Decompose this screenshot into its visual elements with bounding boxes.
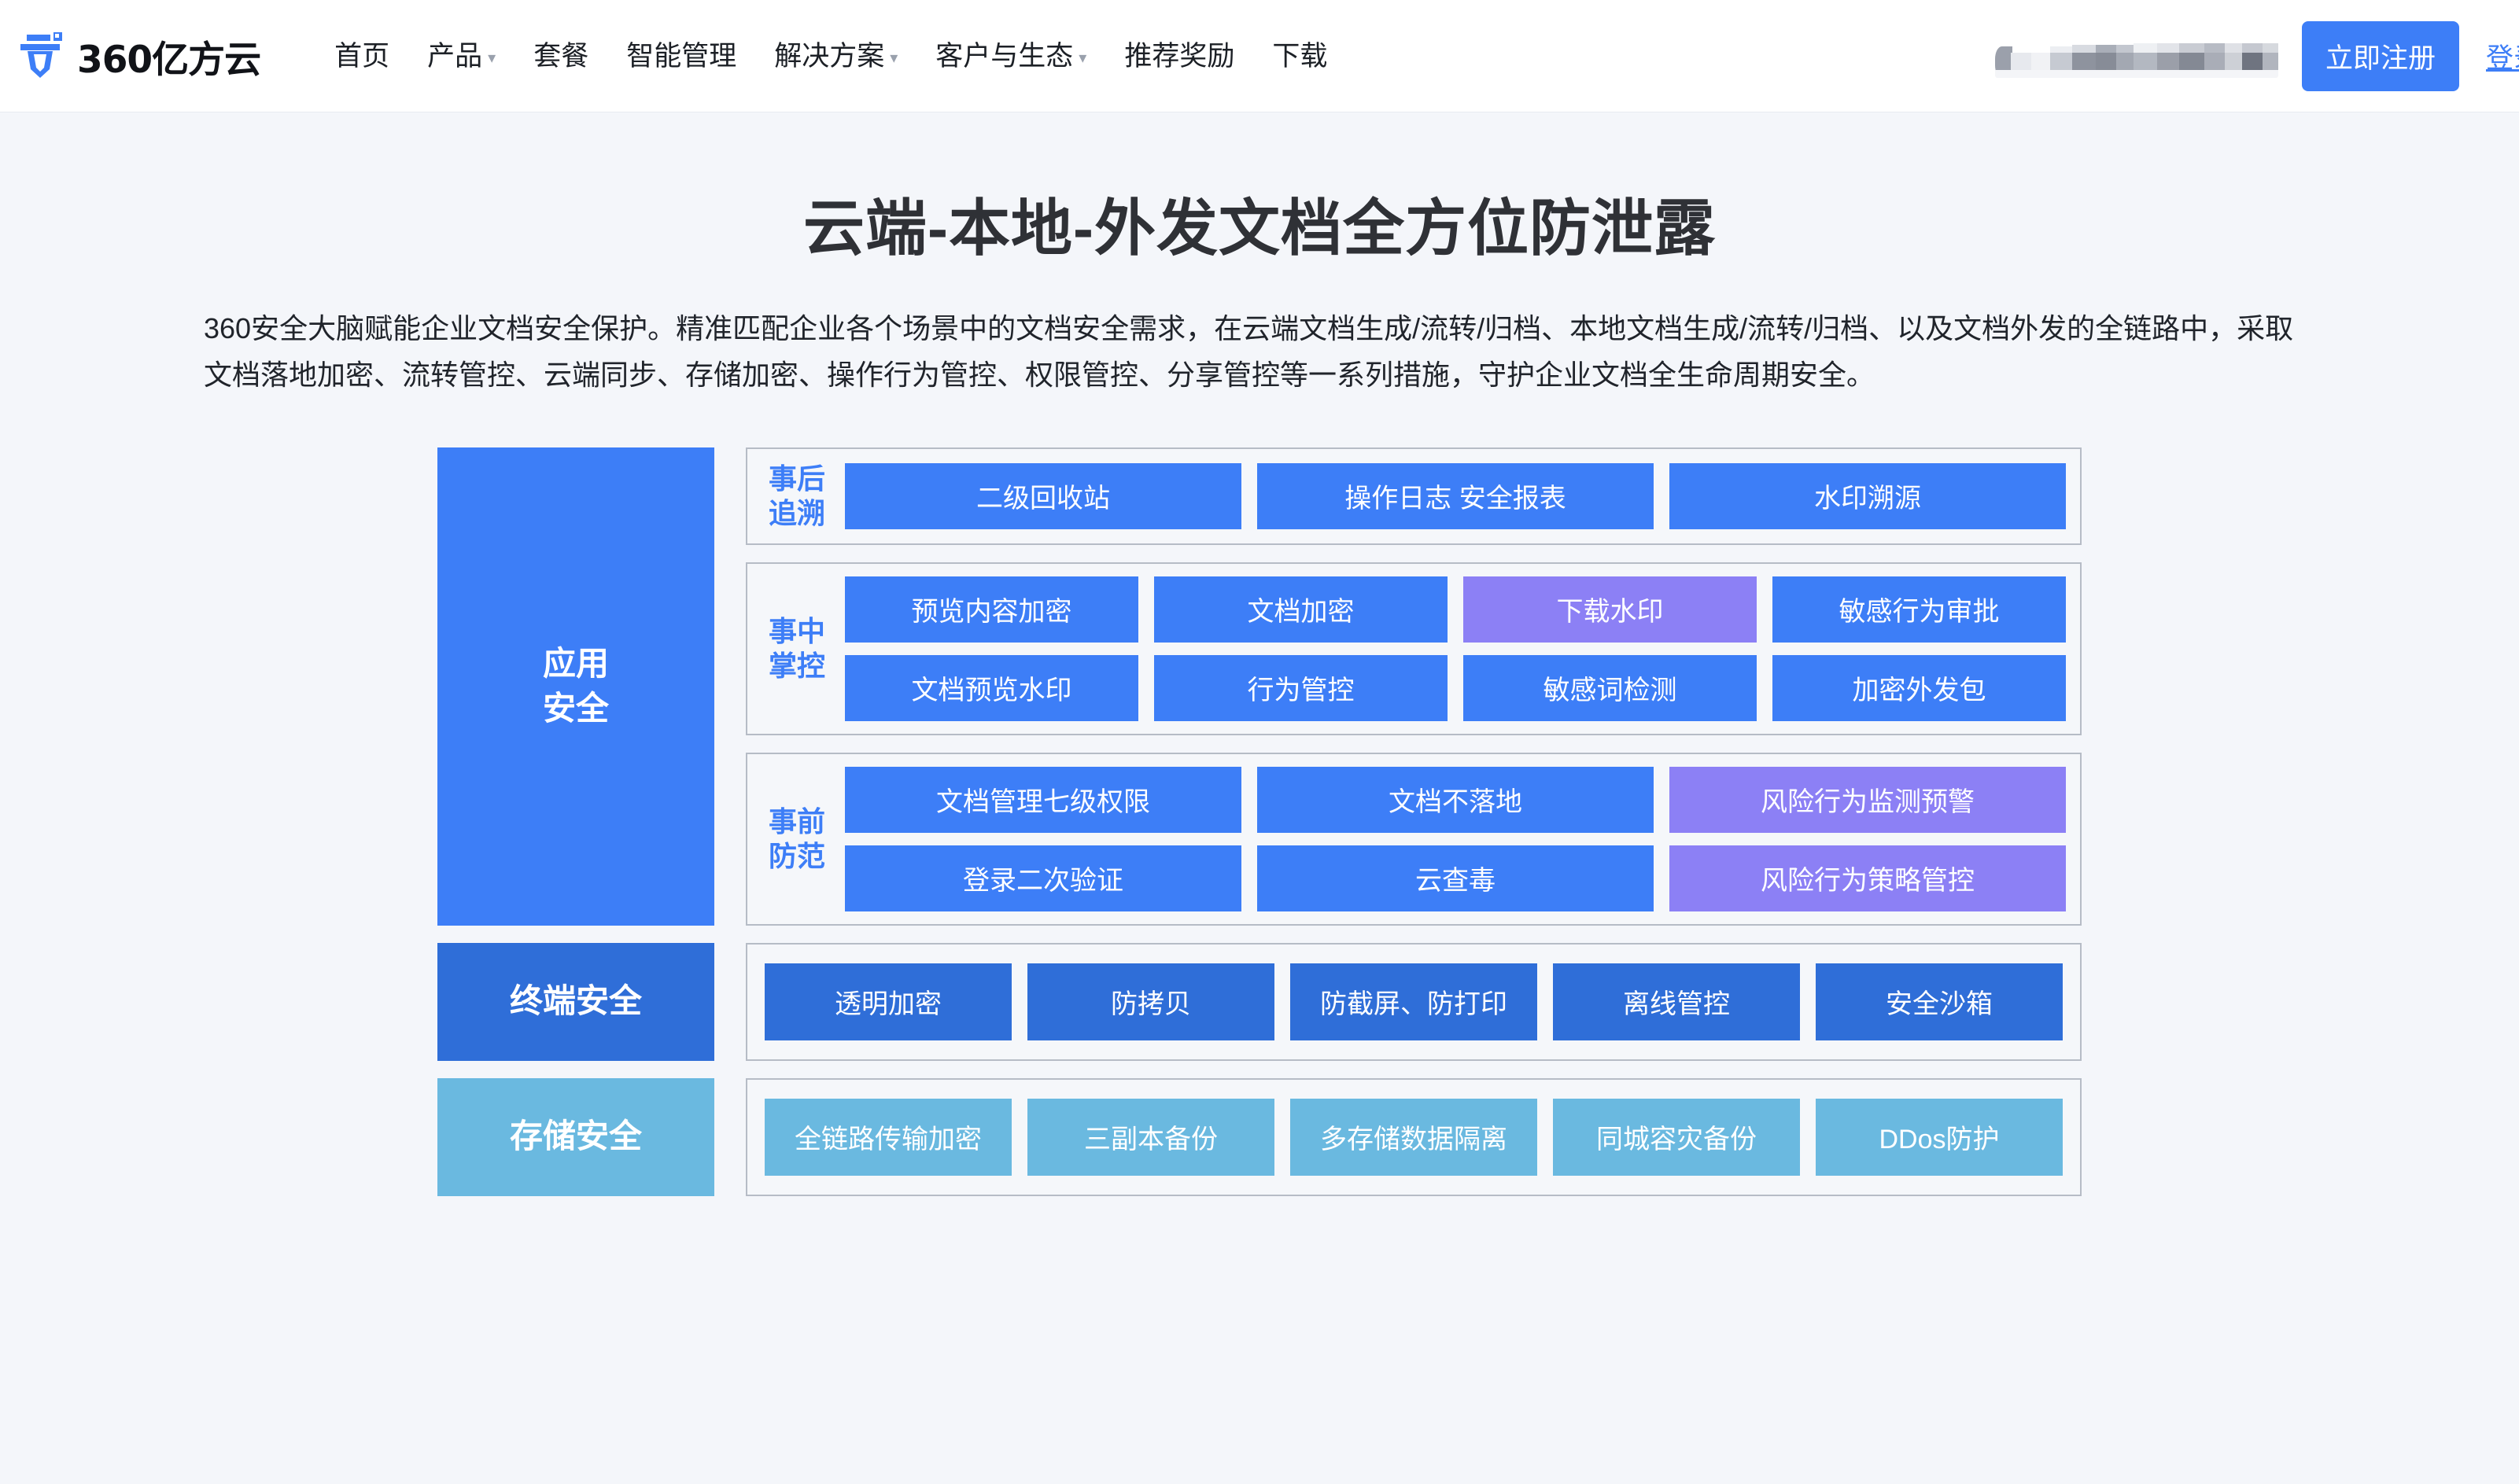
group-storage-features: 全链路传输加密 三副本备份 多存储数据隔离 同城容灾备份 DDos防护 (746, 1077, 2082, 1196)
group-row: 二级回收站 操作日志 安全报表 水印溯源 (845, 462, 2066, 529)
layer-label-endpoint-security: 终端安全 (437, 942, 714, 1061)
nav-item-label: 产品 (427, 40, 483, 72)
feature-cell-no-local-landing[interactable]: 文档不落地 (1257, 766, 1654, 833)
feature-cell-risk-behavior-monitoring-alert[interactable]: 风险行为监测预警 (1669, 766, 2066, 833)
redacted-contact-phone (1994, 35, 2278, 78)
feature-cell-secure-sandbox[interactable]: 安全沙箱 (1816, 963, 2063, 1040)
feature-cell-two-factor-login[interactable]: 登录二次验证 (845, 845, 1241, 911)
feature-cell-triple-replica-backup[interactable]: 三副本备份 (1027, 1098, 1274, 1176)
feature-cell-sensitive-action-approval[interactable]: 敏感行为审批 (1772, 576, 2066, 643)
group-row: 全链路传输加密 三副本备份 多存储数据隔离 同城容灾备份 DDos防护 (765, 1098, 2063, 1176)
feature-cell-cloud-antivirus[interactable]: 云查毒 (1257, 845, 1654, 911)
nav-item-label: 首页 (334, 40, 390, 72)
nav-item-label: 套餐 (533, 40, 589, 72)
feature-cell-document-preview-watermark[interactable]: 文档预览水印 (845, 654, 1138, 721)
nav-item-label: 推荐奖励 (1124, 40, 1235, 72)
nav-item-packages[interactable]: 套餐 (514, 42, 607, 70)
group-row: 文档预览水印 行为管控 敏感词检测 加密外发包 (845, 654, 2066, 721)
group-rows: 全链路传输加密 三副本备份 多存储数据隔离 同城容灾备份 DDos防护 (765, 1098, 2063, 1176)
feature-cell-anti-screenshot-print[interactable]: 防截屏、防打印 (1290, 963, 1537, 1040)
nav-item-label: 下载 (1272, 40, 1328, 72)
nav-item-solutions[interactable]: 解决方案 ▾ (755, 42, 917, 70)
feature-cell-document-encryption[interactable]: 文档加密 (1154, 576, 1448, 643)
feature-cell-encrypted-outbound-package[interactable]: 加密外发包 (1772, 654, 2066, 721)
group-row: 透明加密 防拷贝 防截屏、防打印 离线管控 安全沙箱 (765, 963, 2063, 1040)
security-architecture-diagram: 应用 安全 事后 追溯 二级回收站 操作日志 安全报表 水印溯源 (437, 447, 2082, 1196)
group-in-progress-control: 事中 掌控 预览内容加密 文档加密 下载水印 敏感行为审批 文档预览水印 行为管… (746, 562, 2082, 735)
feature-cell-full-link-transport-encryption[interactable]: 全链路传输加密 (765, 1098, 1012, 1176)
layer-body-endpoint-security: 透明加密 防拷贝 防截屏、防打印 离线管控 安全沙箱 (746, 942, 2082, 1061)
group-endpoint-features: 透明加密 防拷贝 防截屏、防打印 离线管控 安全沙箱 (746, 942, 2082, 1061)
group-rows: 二级回收站 操作日志 安全报表 水印溯源 (845, 462, 2066, 529)
group-row: 文档管理七级权限 文档不落地 风险行为监测预警 (845, 766, 2066, 833)
group-label-line: 事中 (768, 614, 825, 647)
layer-label-line: 应用 (542, 645, 609, 682)
navbar-actions: 立即注册 登录 (1994, 0, 2519, 112)
nav-item-referral-rewards[interactable]: 推荐奖励 (1105, 42, 1253, 70)
brand-name: 360亿方云 (77, 38, 261, 82)
yifangyun-logo-icon (20, 32, 62, 78)
layer-label-line: 存储安全 (509, 1118, 642, 1155)
nav-item-smart-management[interactable]: 智能管理 (607, 42, 755, 70)
feature-cell-anti-copy[interactable]: 防拷贝 (1027, 963, 1274, 1040)
layer-label-storage-security: 存储安全 (437, 1077, 714, 1196)
group-label-post-incident-tracing: 事后 追溯 (762, 462, 832, 531)
feature-cell-ddos-protection[interactable]: DDos防护 (1816, 1098, 2063, 1176)
feature-cell-audit-log-report[interactable]: 操作日志 安全报表 (1257, 462, 1654, 529)
feature-cell-transparent-encryption[interactable]: 透明加密 (765, 963, 1012, 1040)
group-label-line: 防范 (768, 839, 825, 872)
chevron-down-icon: ▾ (488, 50, 496, 67)
layer-body-storage-security: 全链路传输加密 三副本备份 多存储数据隔离 同城容灾备份 DDos防护 (746, 1077, 2082, 1196)
login-link[interactable]: 登录 (2485, 43, 2519, 74)
feature-cell-multi-storage-data-isolation[interactable]: 多存储数据隔离 (1290, 1098, 1537, 1176)
group-label-line: 掌控 (768, 649, 825, 682)
feature-cell-offline-control[interactable]: 离线管控 (1553, 963, 1800, 1040)
register-button[interactable]: 立即注册 (2301, 21, 2459, 91)
feature-cell-same-city-disaster-backup[interactable]: 同城容灾备份 (1553, 1098, 1800, 1176)
feature-cell-recycle-bin[interactable]: 二级回收站 (845, 462, 1241, 529)
layer-label-line: 终端安全 (509, 982, 642, 1020)
nav-item-label: 智能管理 (626, 40, 737, 72)
group-row: 预览内容加密 文档加密 下载水印 敏感行为审批 (845, 576, 2066, 643)
nav-item-download[interactable]: 下载 (1253, 42, 1346, 70)
group-label-in-progress-control: 事中 掌控 (762, 614, 832, 683)
group-label-line: 事前 (768, 805, 825, 838)
top-navbar: 360亿方云 首页 产品 ▾ 套餐 智能管理 解决方案 ▾ 客户与生态 ▾ 推荐… (0, 0, 2519, 112)
group-row: 登录二次验证 云查毒 风险行为策略管控 (845, 845, 2066, 911)
feature-cell-seven-level-permissions[interactable]: 文档管理七级权限 (845, 766, 1241, 833)
page-content: 云端-本地-外发文档全方位防泄露 360安全大脑赋能企业文档安全保护。精准匹配企… (0, 112, 2519, 1484)
group-post-incident-tracing: 事后 追溯 二级回收站 操作日志 安全报表 水印溯源 (746, 447, 2082, 545)
group-label-line: 事后 (768, 462, 825, 495)
feature-cell-download-watermark[interactable]: 下载水印 (1463, 576, 1757, 643)
layer-endpoint-security: 终端安全 透明加密 防拷贝 防截屏、防打印 离线管控 安全沙箱 (437, 942, 2082, 1061)
nav-item-customers-ecosystem[interactable]: 客户与生态 ▾ (917, 42, 1105, 70)
layer-label-line: 安全 (542, 689, 609, 727)
chevron-down-icon: ▾ (890, 50, 898, 67)
group-rows: 预览内容加密 文档加密 下载水印 敏感行为审批 文档预览水印 行为管控 敏感词检… (845, 576, 2066, 721)
layer-label-application-security: 应用 安全 (437, 447, 714, 926)
feature-cell-watermark-tracing[interactable]: 水印溯源 (1669, 462, 2066, 529)
nav-item-label: 客户与生态 (935, 40, 1074, 72)
page-title: 云端-本地-外发文档全方位防泄露 (803, 193, 1716, 263)
group-rows: 文档管理七级权限 文档不落地 风险行为监测预警 登录二次验证 云查毒 风险行为策… (845, 766, 2066, 911)
layer-body-application-security: 事后 追溯 二级回收站 操作日志 安全报表 水印溯源 事中 (746, 447, 2082, 926)
main-navigation: 首页 产品 ▾ 套餐 智能管理 解决方案 ▾ 客户与生态 ▾ 推荐奖励 下载 (315, 42, 1346, 70)
feature-cell-risk-behavior-policy-control[interactable]: 风险行为策略管控 (1669, 845, 2066, 911)
layer-storage-security: 存储安全 全链路传输加密 三副本备份 多存储数据隔离 同城容灾备份 DDos防护 (437, 1077, 2082, 1196)
group-label-pre-incident-prevention: 事前 防范 (762, 805, 832, 874)
nav-item-home[interactable]: 首页 (315, 42, 408, 70)
group-pre-incident-prevention: 事前 防范 文档管理七级权限 文档不落地 风险行为监测预警 登录二次验证 云查毒… (746, 752, 2082, 926)
page-description: 360安全大脑赋能企业文档安全保护。精准匹配企业各个场景中的文档安全需求，在云端… (204, 312, 2294, 392)
layer-application-security: 应用 安全 事后 追溯 二级回收站 操作日志 安全报表 水印溯源 (437, 447, 2082, 926)
group-label-line: 追溯 (768, 496, 825, 529)
feature-cell-preview-content-encryption[interactable]: 预览内容加密 (845, 576, 1138, 643)
group-rows: 透明加密 防拷贝 防截屏、防打印 离线管控 安全沙箱 (765, 963, 2063, 1040)
feature-cell-sensitive-word-detection[interactable]: 敏感词检测 (1463, 654, 1757, 721)
feature-cell-behavior-control[interactable]: 行为管控 (1154, 654, 1448, 721)
nav-item-label: 解决方案 (774, 40, 885, 72)
brand-logo-link[interactable]: 360亿方云 (17, 29, 261, 83)
chevron-down-icon: ▾ (1079, 50, 1087, 67)
nav-item-products[interactable]: 产品 ▾ (408, 42, 514, 70)
